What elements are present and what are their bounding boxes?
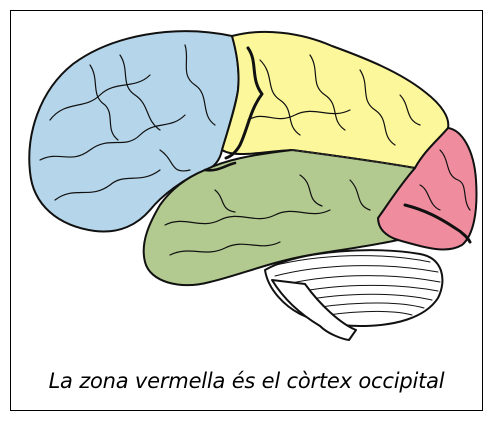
parietal-lobe <box>222 32 448 168</box>
figure-caption: La zona vermella és el còrtex occipital <box>10 368 483 394</box>
